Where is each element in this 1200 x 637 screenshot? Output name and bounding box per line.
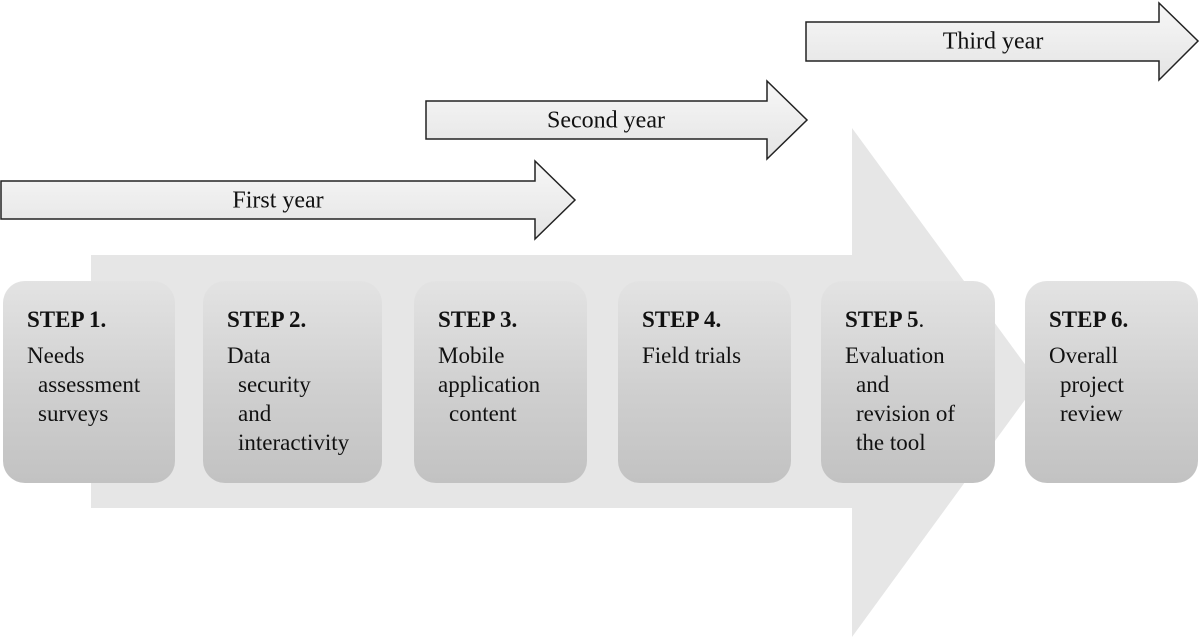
first-year-arrow: First year [0, 159, 577, 241]
second-year-arrow: Second year [425, 79, 809, 161]
step-1-text: Needs assessment surveys [27, 341, 175, 428]
step-5-text: Evaluation and revision of the tool [845, 341, 995, 457]
third-year-arrow: Third year [805, 1, 1200, 82]
step-1-line: Needs [27, 343, 85, 368]
second-year-label: Second year [547, 108, 665, 134]
step-4-line: Field trials [642, 343, 742, 368]
step-3-line: Mobile [438, 343, 505, 368]
step-2-title: STEP 2. [227, 307, 307, 332]
step-1-line: surveys [38, 401, 109, 426]
step-5-title-text: STEP 5 [845, 307, 919, 332]
step-3-line: application [438, 372, 541, 397]
step-2-line: and [238, 401, 272, 426]
step-3-line: content [449, 401, 517, 426]
step-6-line: review [1060, 401, 1123, 426]
first-year-arrow-shape [0, 159, 577, 241]
step-2-line: Data [227, 343, 271, 368]
step-1-title: STEP 1. [27, 307, 107, 332]
step-4-box: STEP 4. Field trials [618, 281, 791, 483]
step-6-line: project [1060, 372, 1124, 397]
step-1-line: assessment [38, 372, 141, 397]
step-4-title: STEP 4. [642, 307, 722, 332]
step-4-text: Field trials [642, 341, 791, 370]
step-6-line: Overall [1049, 343, 1118, 368]
step-2-box: STEP 2. Data security and interactivity [203, 281, 382, 483]
step-3-text: Mobile application content [438, 341, 587, 428]
step-5-title-suffix: . [918, 307, 925, 332]
step-3-title: STEP 3. [438, 307, 518, 332]
step-5-line: revision of [856, 401, 956, 426]
step-5-title: STEP 5. [845, 305, 995, 335]
third-year-arrow-shape [805, 1, 1200, 82]
first-year-label: First year [232, 188, 323, 214]
step-2-line: security [238, 372, 311, 397]
step-6-box: STEP 6. Overall project review [1025, 281, 1198, 483]
second-year-arrow-shape [425, 79, 809, 161]
step-2-line: interactivity [238, 430, 350, 455]
step-1-box: STEP 1. Needs assessment surveys [3, 281, 175, 483]
step-5-line: the tool [856, 430, 926, 455]
step-5-line: Evaluation [845, 343, 945, 368]
step-6-title: STEP 6. [1049, 307, 1129, 332]
step-2-text: Data security and interactivity [227, 341, 382, 457]
third-year-label: Third year [943, 29, 1044, 55]
step-3-box: STEP 3. Mobile application content [414, 281, 587, 483]
step-6-text: Overall project review [1049, 341, 1198, 428]
step-5-box: STEP 5. Evaluation and revision of the t… [821, 281, 995, 483]
step-5-line: and [856, 372, 890, 397]
